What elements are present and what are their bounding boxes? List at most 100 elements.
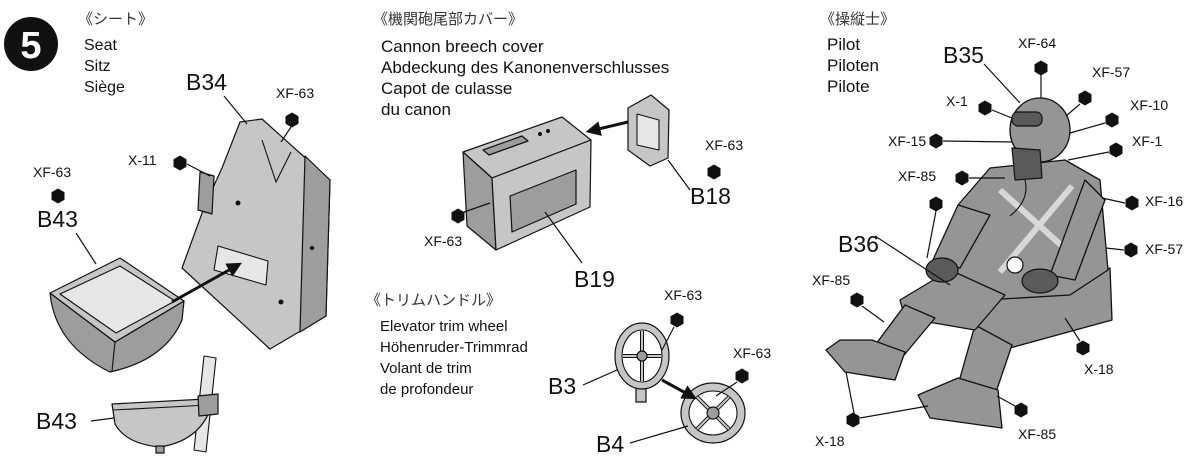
paint-label: XF-63 xyxy=(733,345,771,361)
seat-pan-drawing xyxy=(49,257,185,373)
leader-line xyxy=(859,405,929,419)
leader-line xyxy=(1067,151,1110,161)
leader-line xyxy=(1101,197,1126,204)
part-label-b43: B43 xyxy=(36,408,77,434)
seat-pan-side-rim xyxy=(112,404,209,411)
paint-marker xyxy=(846,412,860,428)
paint-marker xyxy=(1034,60,1048,76)
cap-drawing xyxy=(627,94,670,167)
pilot-harness-buckle xyxy=(1006,256,1024,274)
cannon-cover-name-fr-2: du canon xyxy=(381,100,451,119)
seat-back-hole xyxy=(235,200,241,206)
leader-line xyxy=(926,210,937,259)
pilot-title: 《操縦士》 xyxy=(820,11,895,28)
part-label-b36: B36 xyxy=(838,231,879,257)
pilot-section: 《操縦士》 Pilot Piloten Pilote B35 xyxy=(812,11,1183,449)
paint-label: XF-63 xyxy=(664,287,702,303)
part-label-b4: B4 xyxy=(596,431,624,457)
leader-line xyxy=(223,95,248,125)
leader-line xyxy=(661,326,675,351)
paint-marker xyxy=(955,170,969,186)
paint-label: XF-63 xyxy=(424,233,462,249)
leader-line xyxy=(186,163,211,177)
paint-marker xyxy=(929,196,943,212)
paint-label: XF-16 xyxy=(1145,193,1183,209)
seat-pan-side-drawing xyxy=(111,355,219,454)
paint-marker xyxy=(173,155,187,171)
seat-pan-body xyxy=(49,292,185,373)
attach-arrow xyxy=(661,378,697,400)
trim-wheel-name-de: Höhenruder-Trimmrad xyxy=(380,339,528,356)
paint-marker xyxy=(1109,142,1123,158)
paint-label: XF-63 xyxy=(276,85,314,101)
seat-back-side xyxy=(299,155,331,333)
paint-marker xyxy=(1076,340,1090,356)
step-number: 5 xyxy=(20,25,41,67)
seat-name-de: Sitz xyxy=(84,58,111,75)
part-label-b3: B3 xyxy=(548,373,576,399)
cover-top-rib xyxy=(482,135,529,156)
paint-marker xyxy=(670,312,684,328)
cannon-cover-name-en: Cannon breech cover xyxy=(381,37,544,56)
pilot-harness-strap xyxy=(997,187,1075,258)
cannon-cover-section: 《機関砲尾部カバー》 Cannon breech cover Abdeckung… xyxy=(373,11,743,292)
paint-label: XF-57 xyxy=(1145,241,1183,257)
trim-wheel-section: 《トリムハンドル》 Elevator trim wheel Höhenruder… xyxy=(366,287,771,457)
pilot-boot-near xyxy=(825,339,906,381)
seat-pan-edge xyxy=(111,341,116,372)
paint-label: X-18 xyxy=(815,433,845,449)
pilot-goggles xyxy=(1011,111,1043,127)
seat-name-en: Seat xyxy=(84,37,117,54)
leader-line xyxy=(845,371,855,414)
leader-line xyxy=(544,211,583,264)
trim-wheel-title: 《トリムハンドル》 xyxy=(366,292,501,309)
cannon-cover-title: 《機関砲尾部カバー》 xyxy=(373,11,523,28)
cover-opening xyxy=(509,169,577,233)
pilot-name-fr: Pilote xyxy=(827,77,870,96)
pilot-mask xyxy=(1011,147,1043,181)
pilot-glove xyxy=(925,257,959,283)
paint-marker xyxy=(735,368,749,384)
paint-marker xyxy=(451,208,465,224)
attach-arrow xyxy=(585,120,629,136)
pilot-arm-far xyxy=(1049,179,1106,281)
paint-label: XF-85 xyxy=(812,272,850,288)
part-label-b34: B34 xyxy=(186,69,227,95)
leader-line xyxy=(463,202,491,213)
seat-back-hole xyxy=(278,299,284,305)
seat-back-v-detail xyxy=(261,139,292,184)
leader-line xyxy=(1069,122,1106,134)
pilot-oxygen-hose xyxy=(1009,179,1027,217)
pilot-boot-far xyxy=(917,377,1003,429)
seat-back-hole xyxy=(310,246,314,250)
part-label-b43: B43 xyxy=(37,206,78,232)
paint-marker xyxy=(929,133,943,149)
trim-wheel-b3-drawing xyxy=(614,322,670,403)
paint-label: XF-63 xyxy=(705,137,743,153)
seat-pan-peg xyxy=(155,445,165,454)
paint-marker xyxy=(850,292,864,308)
pilot-arm-near xyxy=(931,204,991,269)
seat-section: 《シート》 Seat Sitz Siège xyxy=(33,11,331,454)
part-label-b35: B35 xyxy=(943,42,984,68)
paint-marker xyxy=(1014,402,1028,418)
leader-line xyxy=(996,395,1016,407)
paint-label: XF-15 xyxy=(888,133,926,149)
paint-marker xyxy=(978,100,992,116)
cover-rivet xyxy=(538,132,542,136)
attach-arrow xyxy=(171,262,242,304)
leader-line xyxy=(629,425,689,444)
leader-line xyxy=(1105,247,1125,251)
seat-back-panel xyxy=(181,118,331,350)
trim-wheel-name-fr-2: de profondeur xyxy=(380,381,473,398)
trim-wheel-name-fr-1: Volant de trim xyxy=(380,360,472,377)
paint-label: X-11 xyxy=(128,152,157,168)
cannon-cover-name-de: Abdeckung des Kanonenverschlusses xyxy=(381,58,669,77)
leader-line xyxy=(715,381,738,397)
paint-marker xyxy=(1124,242,1138,258)
seat-title: 《シート》 xyxy=(78,11,153,28)
paint-label: X-18 xyxy=(1084,361,1114,377)
paint-label: XF-1 xyxy=(1132,133,1163,149)
paint-marker xyxy=(1125,195,1139,211)
